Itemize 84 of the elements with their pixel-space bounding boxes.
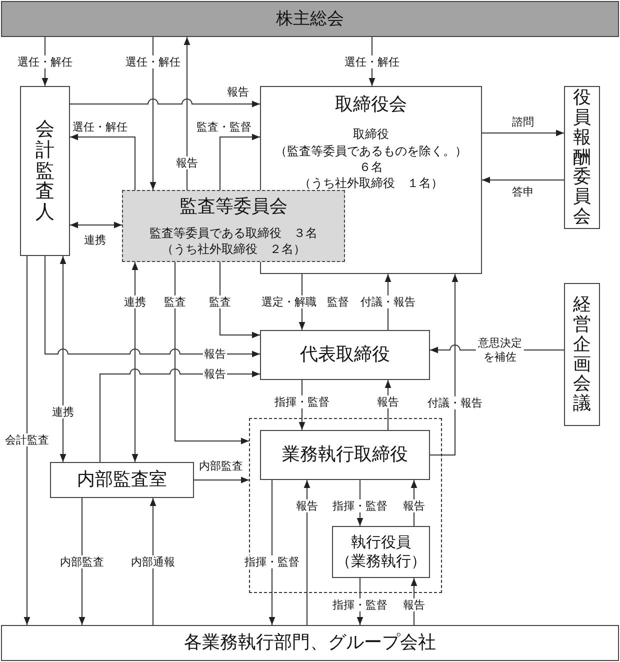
box-title: 内部監査室 bbox=[77, 468, 167, 492]
box-title: 取締役会 bbox=[335, 93, 407, 116]
org-box bbox=[20, 86, 70, 256]
box-title: 経営企画会議 bbox=[573, 295, 591, 414]
org-box bbox=[332, 526, 430, 578]
edge-label: 答申 bbox=[511, 185, 535, 199]
arrow bbox=[410, 578, 418, 626]
box-detail-text: 取締役 bbox=[353, 126, 389, 143]
arrow bbox=[194, 476, 250, 484]
box-detail-text: ６名 bbox=[359, 158, 383, 175]
org-box bbox=[564, 86, 600, 229]
arrow bbox=[410, 480, 418, 526]
box-detail-text: （うち社外取締役 １名） bbox=[299, 174, 443, 192]
annotation-label: 監督 bbox=[327, 294, 349, 310]
arrow bbox=[174, 262, 250, 444]
edge-label: 報告 bbox=[295, 499, 319, 513]
arrow bbox=[482, 130, 564, 136]
edge-label: 内部監査 bbox=[59, 555, 105, 569]
org-box bbox=[50, 462, 194, 498]
arrow bbox=[24, 256, 30, 626]
arrow bbox=[220, 134, 260, 190]
edge-label: 選任・解任 bbox=[124, 55, 182, 69]
arrow bbox=[132, 262, 138, 462]
edge-label: 指揮・監督 bbox=[332, 499, 388, 513]
edge-label: 監査・監督 bbox=[196, 120, 252, 134]
box-title: 株主総会 bbox=[276, 8, 344, 30]
edge-label: 内部通報 bbox=[130, 555, 176, 569]
org-box bbox=[1, 1, 619, 37]
edge-label: 報告 bbox=[226, 85, 250, 99]
box-detail-text: （監査等委員であるものを除く。） bbox=[275, 142, 467, 159]
edge-label: 付議・報告 bbox=[426, 396, 484, 410]
edge-label: 監査 bbox=[163, 295, 187, 309]
arrow bbox=[384, 380, 392, 430]
arrow bbox=[184, 36, 190, 190]
org-box bbox=[564, 283, 600, 426]
arrow bbox=[268, 480, 276, 626]
edge-label: 選任・解任 bbox=[72, 120, 128, 134]
arrow bbox=[70, 222, 122, 228]
arrow bbox=[70, 134, 136, 190]
edge-label: 連携 bbox=[83, 233, 107, 247]
box-title: 会計監査人 bbox=[36, 118, 54, 224]
box-detail-text: （うち社外取締役 ２名） bbox=[162, 240, 306, 257]
arrow bbox=[304, 480, 310, 626]
edge-label: 連携 bbox=[123, 295, 147, 309]
edge-label: 報告 bbox=[175, 156, 199, 170]
box-title: 代表取締役 bbox=[300, 343, 390, 367]
edge-label: 連携 bbox=[51, 405, 75, 419]
edge-label: 選定・解職 bbox=[260, 295, 318, 309]
edge-label: 指揮・監督 bbox=[332, 598, 388, 612]
edge-label: 報告 bbox=[203, 367, 227, 381]
arrow bbox=[430, 274, 458, 456]
arrow bbox=[482, 176, 564, 184]
edge-label: 付議・報告 bbox=[360, 295, 416, 309]
box-title: 役員報酬委員会 bbox=[573, 88, 591, 227]
edge-label: 指揮・監督 bbox=[274, 395, 330, 409]
arrow bbox=[78, 498, 86, 626]
org-box bbox=[260, 430, 430, 480]
arrow bbox=[60, 256, 66, 462]
edge-label: 会計監査 bbox=[4, 433, 50, 447]
edge-label: 意思決定を補佐 bbox=[476, 336, 524, 364]
org-box bbox=[1, 625, 619, 661]
edge-label: 指揮・監督 bbox=[244, 555, 300, 569]
box-title: 業務執行取締役 bbox=[282, 443, 408, 467]
org-box bbox=[122, 190, 345, 262]
edge-label: 選任・解任 bbox=[344, 55, 400, 69]
box-detail-text: 監査等委員である取締役 ３名 bbox=[150, 224, 318, 241]
edge-label: 選任・解任 bbox=[16, 55, 74, 69]
box-title: 各業務執行部門、グループ会社 bbox=[184, 631, 436, 655]
edge-label: 報告 bbox=[203, 347, 227, 361]
arrow bbox=[44, 256, 260, 358]
edge-label: 報告 bbox=[402, 499, 426, 513]
box-title: 監査等委員会 bbox=[180, 195, 288, 218]
edge-label: 諮問 bbox=[511, 115, 535, 129]
edge-label: 監査 bbox=[208, 295, 232, 309]
edge-label: 内部監査 bbox=[198, 459, 244, 473]
edge-label: 報告 bbox=[376, 395, 400, 409]
arrow bbox=[150, 36, 156, 190]
box-title: 執行役員（業務執行） bbox=[335, 532, 427, 572]
arrow bbox=[70, 98, 260, 108]
arrow bbox=[100, 368, 260, 462]
arrow bbox=[220, 262, 260, 338]
edge-label: 報告 bbox=[402, 598, 426, 612]
arrow bbox=[150, 498, 156, 626]
org-box bbox=[260, 330, 430, 380]
